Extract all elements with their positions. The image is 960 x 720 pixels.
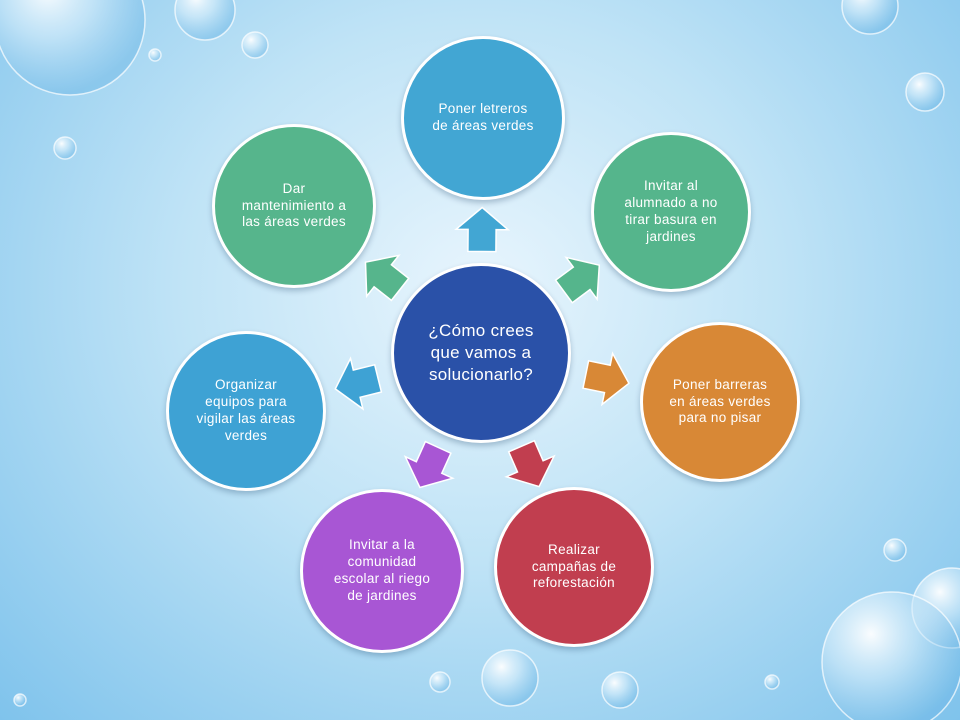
- node-invitar-alumnado: Invitar al alumnado a no tirar basura en…: [591, 132, 751, 292]
- node-label: Invitar a la comunidad escolar al riego …: [333, 537, 431, 603]
- water-drop-3: [148, 48, 162, 62]
- center-circle: ¿Cómo crees que vamos a solucionarlo?: [391, 263, 571, 443]
- node-invitar-comunidad: Invitar a la comunidad escolar al riego …: [300, 489, 464, 653]
- node-poner-letreros: Poner letreros de áreas verdes: [401, 36, 565, 200]
- water-drop-9: [821, 591, 960, 720]
- water-drop-13: [764, 674, 780, 690]
- node-poner-barreras: Poner barreras en áreas verdes para no p…: [640, 322, 800, 482]
- node-dar-mantenimiento: Dar mantenimiento a las áreas verdes: [212, 124, 376, 288]
- arrow-to-node-1: [554, 256, 601, 304]
- node-label: Poner barreras en áreas verdes para no p…: [669, 376, 771, 426]
- node-label: Dar mantenimiento a las áreas verdes: [241, 180, 347, 230]
- arrow-to-node-6: [364, 254, 410, 302]
- arrow-to-node-5: [334, 356, 383, 411]
- center-label: ¿Cómo crees que vamos a solucionarlo?: [428, 321, 534, 384]
- water-drop-2: [241, 31, 269, 59]
- node-label: Poner letreros de áreas verdes: [432, 101, 534, 133]
- water-drop-0: [0, 0, 146, 96]
- node-organizar-equipos: Organizar equipos para vigilar las áreas…: [166, 331, 326, 491]
- node-label: Organizar equipos para vigilar las áreas…: [196, 377, 296, 443]
- water-drop-10: [481, 649, 539, 707]
- water-drop-7: [883, 538, 907, 562]
- water-drop-14: [13, 693, 27, 707]
- arrow-to-node-3: [504, 439, 556, 488]
- node-label: Realizar campañas de reforestación: [531, 541, 617, 591]
- water-drop-5: [841, 0, 899, 35]
- arrow-to-node-0: [454, 206, 511, 253]
- water-drop-12: [601, 671, 639, 709]
- water-drop-1: [174, 0, 236, 41]
- arrow-to-node-4: [403, 440, 455, 489]
- node-label: Invitar al alumnado a no tirar basura en…: [624, 178, 718, 244]
- water-drop-6: [905, 72, 945, 112]
- water-drop-11: [429, 671, 451, 693]
- arrow-to-node-2: [582, 351, 630, 407]
- water-drop-4: [53, 136, 77, 160]
- node-realizar-campanas: Realizar campañas de reforestación: [494, 487, 654, 647]
